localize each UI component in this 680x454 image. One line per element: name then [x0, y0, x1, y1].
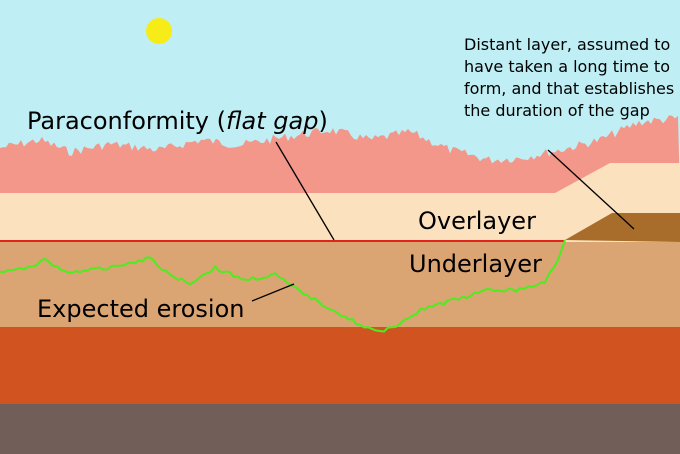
sun-icon: [146, 18, 172, 44]
cream-layer: [0, 163, 680, 242]
overlayer-label: Overlayer: [418, 207, 536, 235]
erosion-pointer: [251, 283, 295, 302]
paraconformity-label-prefix: Paraconformity (: [27, 107, 226, 135]
red-layer: [0, 327, 680, 406]
distant-layer: [565, 213, 680, 242]
pink-layer: [0, 115, 680, 195]
bedrock-layer: [0, 404, 680, 454]
expected-erosion-line: [0, 239, 566, 333]
distant-layer-pointer: [547, 149, 635, 230]
underlayer: [0, 242, 680, 328]
paraconformity-pointer: [275, 141, 335, 241]
expected-erosion-label: Expected erosion: [37, 295, 245, 323]
paraconformity-label: Paraconformity (flat gap): [27, 109, 328, 133]
paraconformity-label-suffix: ): [318, 107, 328, 135]
distant-layer-label: Distant layer, assumed to have taken a l…: [464, 35, 675, 120]
paraconformity-label-italic: flat gap: [226, 107, 319, 135]
underlayer-label: Underlayer: [409, 250, 542, 278]
